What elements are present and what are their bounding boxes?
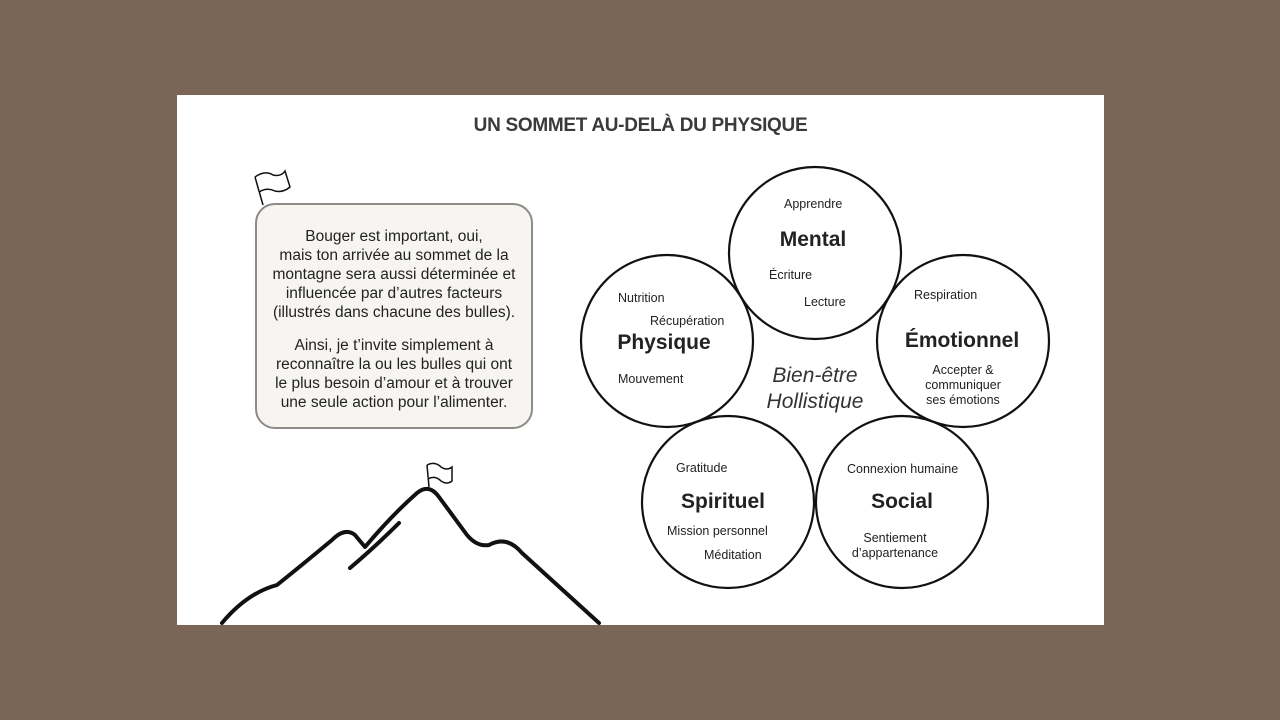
physique-title: Physique: [617, 331, 711, 354]
mountain-icon: [220, 486, 601, 625]
mental-title: Mental: [779, 228, 847, 251]
message-paragraph: Ainsi, je t’invite simplement à reconnaî…: [275, 337, 513, 411]
message-box: Bouger est important, oui, mais ton arri…: [255, 203, 533, 429]
emotionnel-item: Accepter & communiquer ses émotions: [925, 363, 1001, 407]
social-title: Social: [871, 490, 933, 513]
slide: UN SOMMET AU-DELÀ DU PHYSIQUE Bouger est…: [177, 95, 1104, 625]
emotionnel-title: Émotionnel: [904, 329, 1020, 352]
spirituel-item: Gratitude: [676, 461, 728, 475]
page-title: UN SOMMET AU-DELÀ DU PHYSIQUE: [473, 115, 808, 136]
social-item: Sentiement d’appartenance: [851, 531, 939, 560]
center-label: Bien-être Hollistique: [766, 364, 864, 413]
spirituel-item: Mission personnel: [667, 524, 768, 538]
physique-item: Récupération: [650, 314, 725, 328]
spirituel-item: Méditation: [704, 548, 762, 562]
bubble-mental: [727, 165, 903, 341]
bubble-emotionnel: [875, 253, 1051, 429]
bubble-physique: [579, 253, 755, 429]
mental-item: Apprendre: [784, 197, 843, 211]
illustration: [220, 165, 1051, 625]
social-item: Connexion humaine: [847, 462, 959, 476]
emotionnel-item: Respiration: [914, 288, 978, 302]
bubble-social: [814, 414, 990, 590]
mental-item: Lecture: [804, 295, 846, 309]
mental-item: Écriture: [769, 268, 813, 282]
physique-item: Mouvement: [618, 372, 684, 386]
message-paragraph: Bouger est important, oui, mais ton arri…: [272, 228, 516, 321]
bubble-spirituel: [640, 414, 816, 590]
spirituel-title: Spirituel: [680, 490, 766, 513]
flag-icon: [254, 169, 291, 206]
physique-item: Nutrition: [618, 291, 665, 305]
flag-icon: [426, 462, 453, 488]
